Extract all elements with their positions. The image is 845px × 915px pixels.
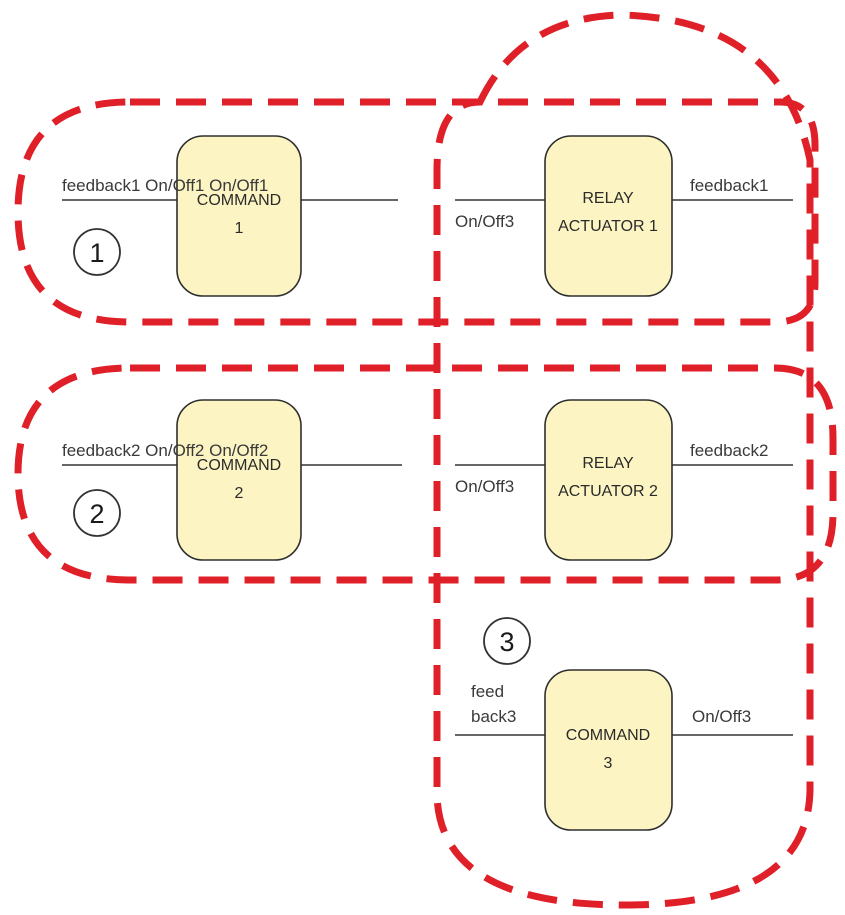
command-2-title: COMMAND (197, 457, 281, 474)
command-1-number: 1 (235, 220, 244, 237)
wires (62, 199, 793, 736)
group-3-outline (433, 11, 814, 909)
group-1-number: 1 (89, 238, 104, 268)
group-2-marker: 2 (73, 489, 121, 537)
row1-left-labels: feedback1 On/Off1 On/Off1 (62, 176, 268, 195)
row1-relay-input-label: On/Off3 (455, 212, 514, 231)
group-3-number: 3 (499, 627, 514, 657)
row1-relay-output-label: feedback1 (690, 176, 768, 195)
row2-relay-input-label: On/Off3 (455, 477, 514, 496)
relay-actuator-1-subtitle: ACTUATOR 1 (558, 218, 658, 235)
row3-output-label: On/Off3 (692, 707, 751, 726)
command-2-block: COMMAND 2 (176, 399, 302, 561)
command-3-number: 3 (604, 755, 613, 772)
command-3-block: COMMAND 3 (544, 669, 673, 831)
group-1-outline (14, 98, 819, 326)
relay-actuator-2-title: RELAY (582, 455, 634, 472)
group-2-outline (14, 364, 837, 584)
row2-relay-output-label: feedback2 (690, 441, 768, 460)
row3-input-label-line2: back3 (471, 707, 516, 726)
group-3-marker: 3 (483, 617, 531, 665)
command-1-block: COMMAND 1 (176, 135, 302, 297)
relay-actuator-1-title: RELAY (582, 190, 634, 207)
relay-actuator-1-block: RELAY ACTUATOR 1 (544, 135, 673, 297)
command-2-number: 2 (235, 485, 244, 502)
row2-left-labels: feedback2 On/Off2 On/Off2 (62, 441, 268, 460)
command-1-title: COMMAND (197, 192, 281, 209)
command-3-title: COMMAND (566, 727, 650, 744)
row3-input-label-line1: feed (471, 682, 504, 701)
relay-actuator-2-block: RELAY ACTUATOR 2 (544, 399, 673, 561)
relay-actuator-2-subtitle: ACTUATOR 2 (558, 483, 658, 500)
group-1-marker: 1 (73, 228, 121, 276)
group-2-number: 2 (89, 499, 104, 529)
